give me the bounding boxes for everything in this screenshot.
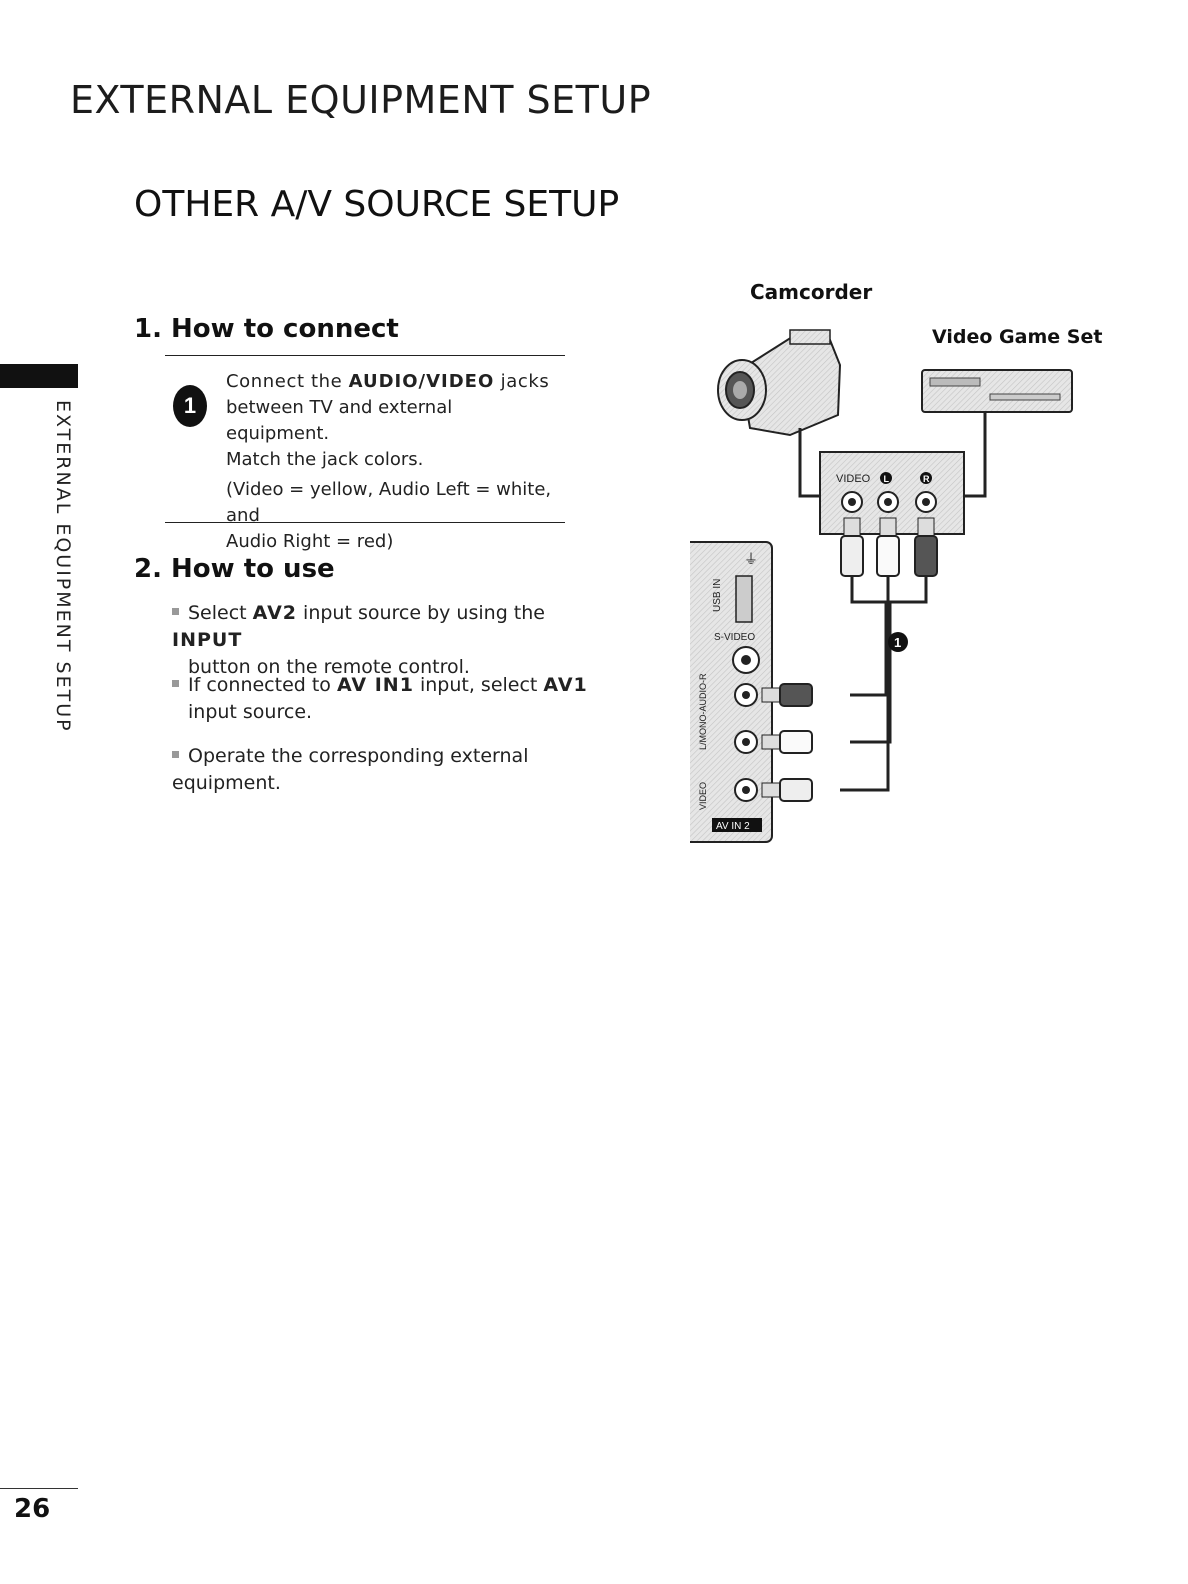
- connect-line-4: (Video = yellow, Audio Left = white, and: [226, 479, 552, 526]
- side-tab-marker: [0, 364, 78, 388]
- input-term: INPUT: [172, 629, 243, 651]
- section-title: OTHER A/V SOURCE SETUP: [134, 184, 620, 225]
- av-in-2-badge: [712, 818, 762, 832]
- connect-line-1-pre: Connect the: [226, 371, 349, 392]
- plate-r-label: R: [923, 474, 930, 484]
- av-in-2-label: AV IN 2: [716, 821, 750, 832]
- use-bullet-1: Select AV2 input source by using the INP…: [172, 600, 612, 681]
- use-bullet-2-line-2: input source.: [188, 701, 313, 723]
- use-bullet-2-line-1: If connected to AV IN1 input, select AV1: [172, 672, 612, 699]
- bullet-square-icon: [172, 680, 179, 687]
- audio-video-term: AUDIO/VIDEO: [348, 371, 495, 392]
- callout-1-badge: [888, 632, 908, 652]
- bullet-square-icon: [172, 608, 179, 615]
- page-number: 26: [14, 1494, 51, 1524]
- av-cable-bundle: [840, 576, 928, 792]
- connect-line-3: Match the jack colors.: [226, 449, 424, 470]
- tv-plugs: [761, 683, 813, 802]
- s-video-label: S-VIDEO: [714, 632, 755, 643]
- video-game-label: Video Game Set: [932, 326, 1103, 348]
- use-b3-text: Operate the corresponding external equip…: [172, 745, 529, 794]
- plate-r-badge: [920, 472, 932, 484]
- connect-line-1-post: jacks: [494, 371, 550, 392]
- bullet-square-icon: [172, 751, 179, 758]
- av2-term: AV2: [252, 602, 297, 624]
- camcorder-icon: [717, 329, 842, 437]
- plate-l-badge: [880, 472, 892, 484]
- use-b1-a: Select: [188, 602, 253, 624]
- connect-line-1: Connect the AUDIO/VIDEO jacks: [226, 369, 556, 395]
- use-bullet-2: If connected to AV IN1 input, select AV1…: [172, 672, 612, 726]
- side-tab-label: EXTERNAL EQUIPMENT SETUP: [52, 400, 74, 733]
- usb-symbol-icon: ⏚: [744, 551, 758, 567]
- page-header: EXTERNAL EQUIPMENT SETUP: [70, 78, 652, 122]
- connect-heading: 1. How to connect: [134, 314, 399, 344]
- footer-rule: [0, 1488, 78, 1489]
- camcorder-label: Camcorder: [750, 280, 873, 304]
- video-input-label: VIDEO: [698, 782, 708, 810]
- usb-in-label: USB IN: [712, 579, 723, 612]
- av1-term: AV1: [543, 674, 588, 696]
- use-bullet-1-line-2: button on the remote control.: [188, 656, 470, 678]
- plate-video-label: VIDEO: [836, 473, 871, 485]
- usb-port-icon: [735, 575, 753, 623]
- video-game-set-icon: [921, 369, 1073, 413]
- callout-1-label: 1: [894, 635, 901, 650]
- use-b2-a: If connected to: [188, 674, 337, 696]
- use-bullet-1-line-1: Select AV2 input source by using the INP…: [172, 600, 612, 654]
- plate-l-label: L: [884, 474, 890, 484]
- use-b1-b: input source by using the: [297, 602, 545, 624]
- device-plugs: [840, 517, 938, 577]
- use-b2-b: input, select: [413, 674, 544, 696]
- connection-diagram: VIDEO L R 1 USB IN ⏚ S-VIDEO: [690, 329, 1073, 843]
- use-bullet-3: Operate the corresponding external equip…: [172, 743, 612, 797]
- audio-input-label: L/MONO-AUDIO-R: [698, 673, 708, 750]
- use-bullet-3-line-1: Operate the corresponding external equip…: [172, 743, 612, 797]
- connect-top-rule: [165, 355, 565, 356]
- connect-instructions: Connect the AUDIO/VIDEO jacks between TV…: [226, 369, 556, 555]
- connect-bottom-rule: [165, 522, 565, 523]
- step-1-badge: 1: [173, 385, 207, 427]
- connect-line-2: between TV and external equipment.: [226, 397, 453, 444]
- use-heading: 2. How to use: [134, 554, 335, 584]
- av-in1-term: AV IN1: [336, 674, 414, 696]
- tv-side-panel: USB IN ⏚ S-VIDEO L/MONO-AUDIO-R VIDEO AV…: [690, 541, 773, 843]
- connect-line-5: Audio Right = red): [226, 531, 394, 552]
